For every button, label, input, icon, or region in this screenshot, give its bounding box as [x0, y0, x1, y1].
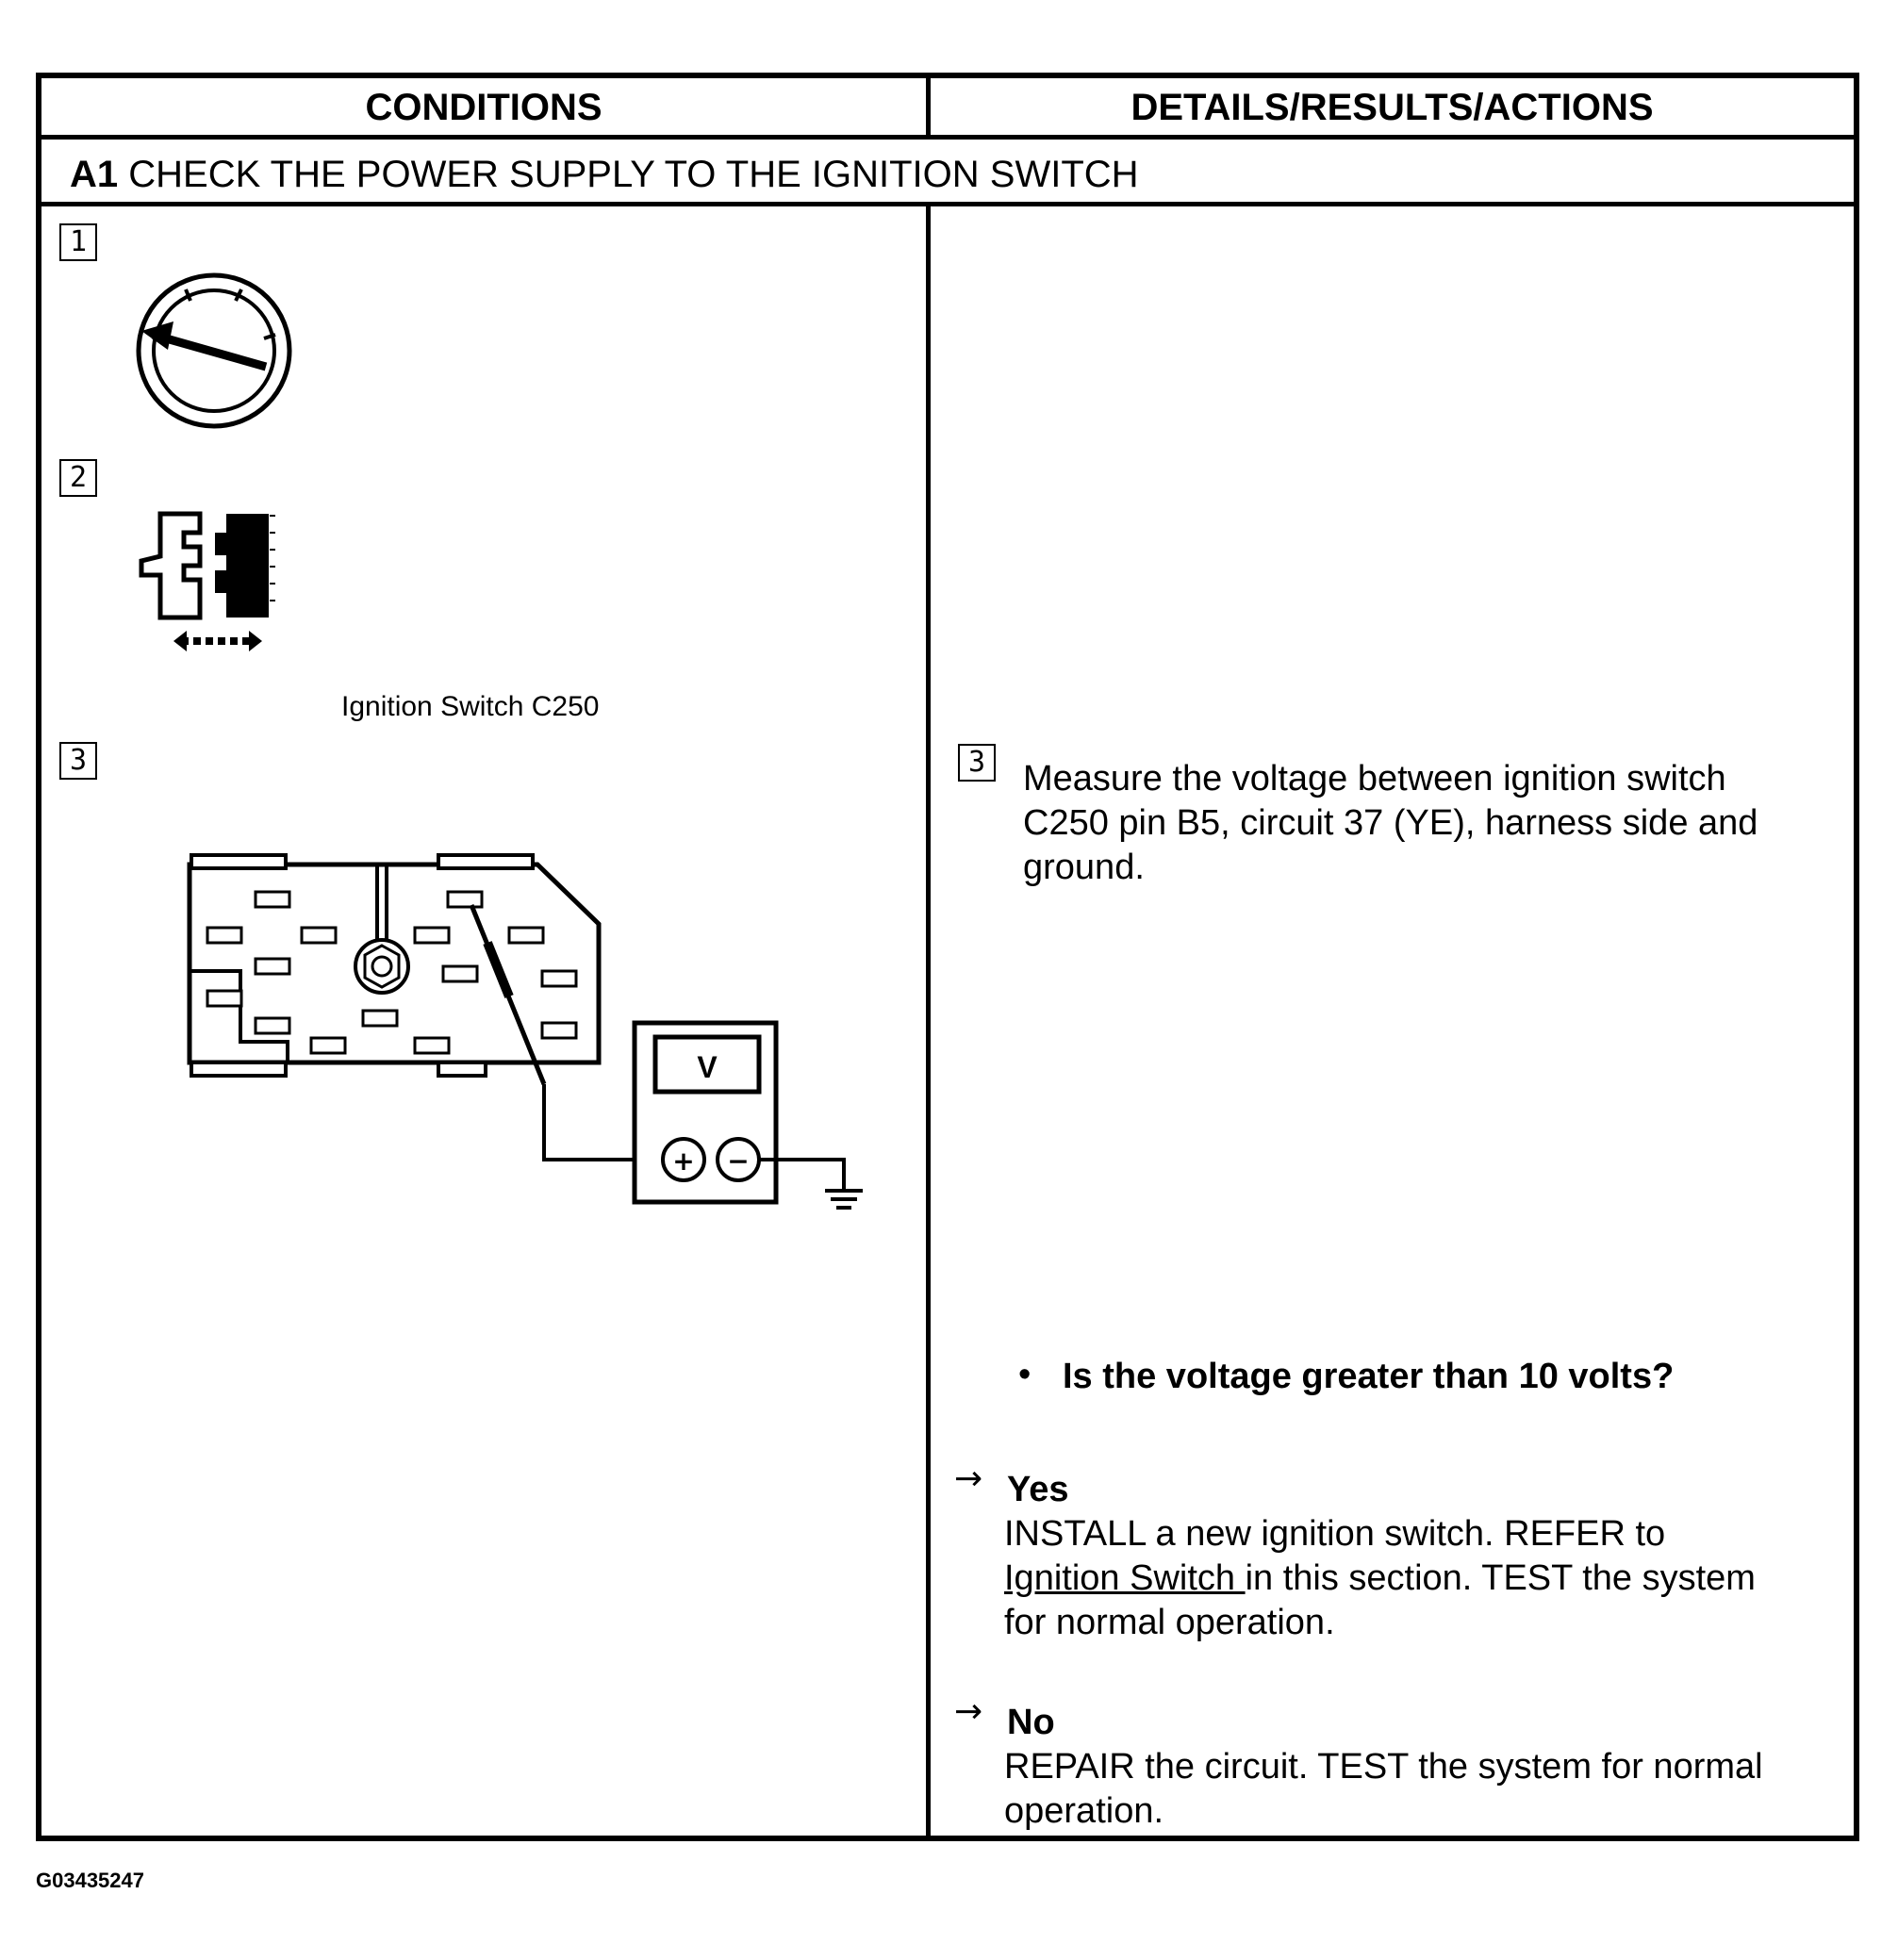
connector-voltage-test-diagram: V + −: [187, 853, 863, 1210]
step-3-box-conditions: 3: [59, 742, 97, 780]
step-title-divider: [36, 202, 1859, 206]
column-divider-body: [926, 202, 931, 1841]
step-code: A1: [70, 154, 119, 195]
yes-line-3: for normal operation.: [1004, 1603, 1335, 1642]
connector-caption: Ignition Switch C250: [341, 691, 600, 722]
no-line-1: REPAIR the circuit. TEST the system for …: [1004, 1747, 1763, 1787]
ignition-switch-off-icon: [136, 272, 292, 429]
voltage-question: Is the voltage greater than 10 volts?: [1063, 1357, 1675, 1396]
yes-line-1: INSTALL a new ignition switch. REFER to: [1004, 1514, 1666, 1554]
no-label: No: [1007, 1703, 1055, 1742]
yes-line-2-rest: in this section. TEST the system: [1245, 1558, 1756, 1598]
yes-line-2: Ignition Switch in this section. TEST th…: [1004, 1556, 1853, 1601]
voltmeter-minus-terminal: −: [727, 1145, 749, 1177]
instruction-line-1: Measure the voltage between ignition swi…: [1023, 759, 1726, 799]
yes-arrow-icon: →: [954, 1459, 983, 1498]
ignition-switch-link[interactable]: Ignition Switch: [1004, 1558, 1246, 1598]
yes-label: Yes: [1007, 1470, 1069, 1509]
step-1-box: 1: [59, 223, 97, 261]
header-conditions: CONDITIONS: [365, 87, 602, 128]
no-arrow-icon: →: [954, 1692, 983, 1731]
yes-action: INSTALL a new ignition switch. REFER to …: [1004, 1512, 1853, 1645]
step-3-box-details: 3: [958, 744, 996, 782]
column-divider-top: [926, 73, 931, 139]
step-title-text: CHECK THE POWER SUPPLY TO THE IGNITION S…: [128, 154, 1139, 195]
connector-disconnect-icon: [139, 511, 275, 651]
table-frame: [36, 73, 1859, 1841]
header-divider: [36, 135, 1859, 140]
no-line-2: operation.: [1004, 1791, 1164, 1831]
step-3-instruction: Measure the voltage between ignition swi…: [1023, 757, 1853, 890]
step-title: A1 CHECK THE POWER SUPPLY TO THE IGNITIO…: [70, 154, 1139, 196]
header-details: DETAILS/RESULTS/ACTIONS: [1131, 87, 1654, 128]
question-bullet: •: [1018, 1355, 1032, 1394]
no-action: REPAIR the circuit. TEST the system for …: [1004, 1745, 1853, 1834]
instruction-line-3: ground.: [1023, 848, 1145, 887]
voltmeter-display-label: V: [697, 1050, 718, 1084]
figure-id: G03435247: [36, 1869, 144, 1892]
instruction-line-2: C250 pin B5, circuit 37 (YE), harness si…: [1023, 803, 1758, 843]
step-2-box: 2: [59, 459, 97, 497]
voltmeter-plus-terminal: +: [672, 1145, 694, 1177]
